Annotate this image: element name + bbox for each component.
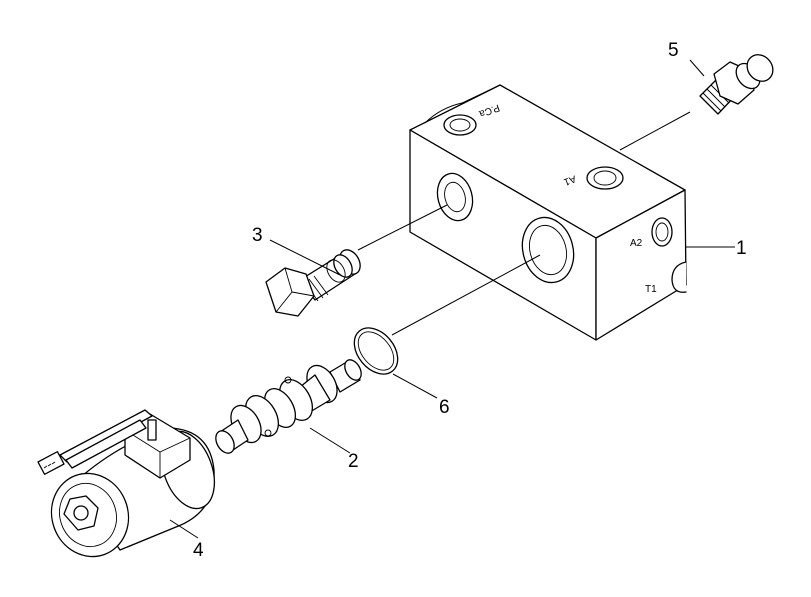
callout-3: 3: [252, 225, 263, 246]
label-a1-port: A1: [562, 173, 578, 188]
part-1-valve-block: P.Ca A1 A2 T1: [409, 84, 687, 341]
port-p-top: [443, 114, 477, 136]
port-t1: [671, 261, 687, 293]
part-5-fitting: [699, 54, 774, 115]
callout-4: 4: [193, 540, 204, 561]
leader-lines: [169, 59, 735, 539]
callout-2: 2: [348, 451, 359, 472]
port-a2: [651, 217, 673, 247]
label-t1-port: T1: [645, 284, 657, 295]
part-6-o-ring: [353, 327, 399, 375]
part-4-solenoid: [37, 409, 216, 558]
callout-6: 6: [439, 397, 450, 418]
solenoid-plug: [37, 451, 65, 475]
callout-1: 1: [736, 238, 747, 259]
part-3-bolt: [265, 249, 361, 317]
port-front-small: [436, 172, 474, 222]
label-a2-port: A2: [630, 238, 643, 249]
solenoid-cable: [59, 409, 153, 463]
part-2-spool: [215, 359, 362, 454]
port-front-large: [521, 216, 575, 284]
callouts: 1 2 3 4 5 6: [193, 40, 747, 561]
bolt-hex-head: [265, 267, 315, 317]
callout-5: 5: [668, 40, 679, 61]
block-top-notch: [424, 84, 501, 124]
fitting-head: [746, 54, 774, 82]
port-a1-top: [586, 166, 624, 190]
